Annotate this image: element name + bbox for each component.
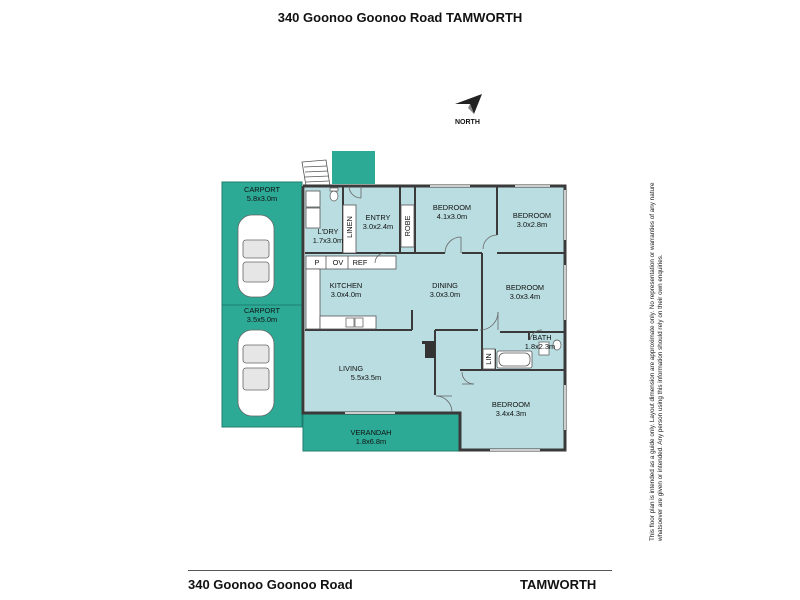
kitchen-bench bbox=[305, 255, 397, 330]
bath-dims: 1.8x2.3m bbox=[525, 342, 555, 351]
bedroom-1-dims: 4.1x3.0m bbox=[437, 212, 467, 221]
north-label: NORTH bbox=[455, 119, 480, 126]
oven-label: OV bbox=[333, 258, 344, 267]
entry-steps bbox=[301, 159, 331, 187]
robe-label: ROBE bbox=[403, 215, 412, 236]
linen-label: LINEN bbox=[345, 216, 354, 238]
bedroom-4-dims: 3.4x4.3m bbox=[496, 409, 526, 418]
dining-dims: 3.0x3.0m bbox=[430, 290, 460, 299]
car-1-icon bbox=[237, 214, 275, 298]
kitchen-name: KITCHEN bbox=[330, 281, 362, 290]
kitchen-dims: 3.0x4.0m bbox=[331, 290, 361, 299]
bedroom-2-dims: 3.0x2.8m bbox=[517, 220, 547, 229]
entry-deck bbox=[332, 151, 375, 184]
laundry-dims: 1.7x3.0m bbox=[313, 236, 343, 245]
living-name: LIVING bbox=[339, 364, 363, 373]
dining-name: DINING bbox=[432, 281, 458, 290]
bedroom-2-name: BEDROOM bbox=[513, 211, 551, 220]
carport-2-name: CARPORT bbox=[244, 306, 280, 315]
laundry-name: L'DRY bbox=[318, 227, 339, 236]
bathtub-icon bbox=[496, 350, 533, 369]
fridge-label: REF bbox=[353, 258, 368, 267]
bedroom-3-dims: 3.0x3.4m bbox=[510, 292, 540, 301]
entry-name: ENTRY bbox=[366, 213, 391, 222]
footer-suburb: TAMWORTH bbox=[520, 577, 597, 592]
bedroom-4-name: BEDROOM bbox=[492, 400, 530, 409]
car-2-icon bbox=[237, 329, 275, 417]
entry-dims: 3.0x2.4m bbox=[363, 222, 393, 231]
carport-2-dims: 3.5x5.0m bbox=[247, 315, 277, 324]
disclaimer-text: This floor plan is intended as a guide o… bbox=[649, 182, 664, 541]
carport-1-name: CARPORT bbox=[244, 185, 280, 194]
footer-address: 340 Goonoo Goonoo Road bbox=[188, 577, 353, 592]
linen-cupboard bbox=[482, 348, 496, 370]
bedroom-1-name: BEDROOM bbox=[433, 203, 471, 212]
fireplace-icon bbox=[422, 341, 435, 358]
toilet-icon bbox=[329, 187, 339, 202]
bath-name: BATH bbox=[532, 333, 551, 342]
laundry-fixtures bbox=[305, 190, 357, 254]
vanity-toilet-icon bbox=[538, 339, 562, 356]
verandah bbox=[302, 412, 462, 452]
lin-label: LIN bbox=[484, 353, 493, 365]
north-arrow-icon bbox=[455, 94, 482, 114]
bedroom-3-name: BEDROOM bbox=[506, 283, 544, 292]
carport-1-dims: 5.8x3.0m bbox=[247, 194, 277, 203]
pantry-label: P bbox=[315, 258, 320, 267]
kitchen-sink-icon bbox=[345, 317, 364, 328]
verandah-name: VERANDAH bbox=[350, 428, 391, 437]
page-title: 340 Goonoo Goonoo Road TAMWORTH bbox=[277, 10, 523, 25]
verandah-dims: 1.8x6.8m bbox=[356, 437, 386, 446]
living-dims: 5.5x3.5m bbox=[351, 373, 381, 382]
footer-divider bbox=[188, 570, 612, 571]
robe-cupboard bbox=[400, 204, 415, 248]
